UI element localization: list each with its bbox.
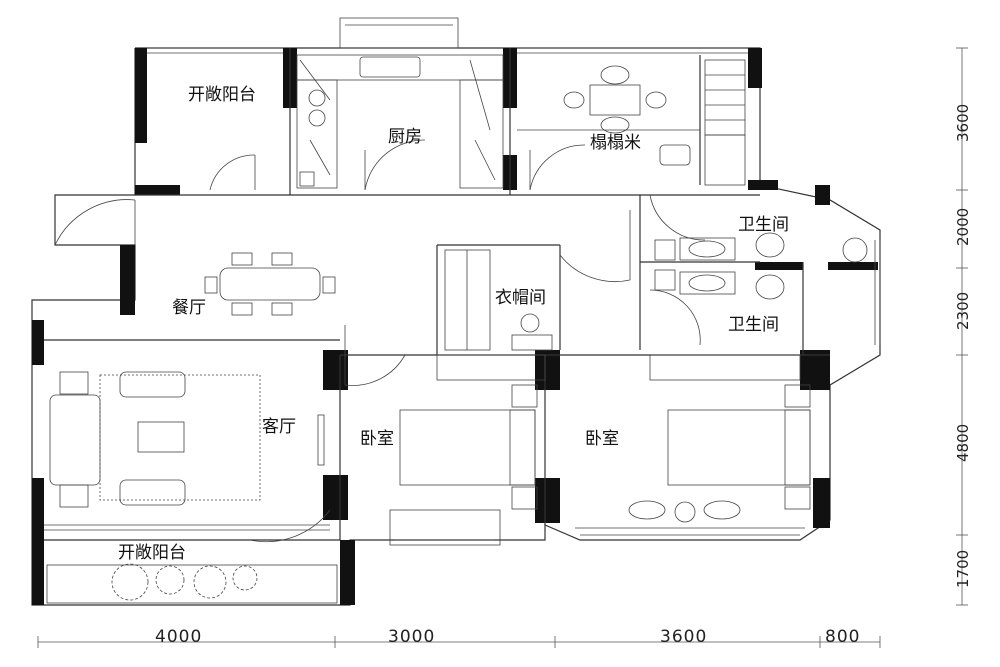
tatami-fixtures bbox=[517, 59, 746, 186]
dimension-vertical bbox=[956, 47, 968, 606]
label-bedroom-2: 卧室 bbox=[585, 429, 619, 449]
living-furniture bbox=[49, 371, 325, 508]
label-closet: 衣帽间 bbox=[495, 288, 546, 308]
label-balcony-north: 开敞阳台 bbox=[188, 85, 256, 105]
closet-fixtures bbox=[436, 249, 801, 381]
label-bath-2: 卫生间 bbox=[728, 315, 779, 335]
label-kitchen: 厨房 bbox=[388, 127, 422, 147]
walls bbox=[32, 48, 878, 605]
dim-v-3: 2300 bbox=[954, 292, 972, 330]
dim-h-3: 3600 bbox=[660, 627, 707, 647]
label-bedroom-1: 卧室 bbox=[360, 429, 394, 449]
dim-h-1: 4000 bbox=[155, 627, 202, 647]
label-dining: 餐厅 bbox=[172, 298, 206, 318]
bathroom-fixtures bbox=[654, 232, 868, 300]
dim-h-2: 3000 bbox=[388, 627, 435, 647]
label-tatami: 榻榻米 bbox=[590, 133, 641, 153]
dining-table bbox=[204, 252, 336, 316]
dim-v-1: 3600 bbox=[954, 104, 972, 142]
exterior-outline bbox=[31, 47, 881, 606]
interior-walls bbox=[44, 48, 830, 541]
label-balcony-south: 开敞阳台 bbox=[118, 543, 186, 563]
windows bbox=[44, 17, 881, 604]
bedroom-furniture bbox=[399, 384, 811, 523]
dimension-horizontal bbox=[37, 636, 881, 648]
label-living: 客厅 bbox=[262, 417, 296, 437]
kitchen-fixtures bbox=[296, 54, 504, 189]
dim-h-4: 800 bbox=[825, 627, 860, 647]
doors bbox=[54, 139, 706, 543]
dim-v-4: 4800 bbox=[954, 424, 972, 462]
dim-v-5: 1700 bbox=[954, 550, 972, 588]
label-bath-1: 卫生间 bbox=[738, 215, 789, 235]
balcony-plants bbox=[111, 563, 258, 601]
dim-v-2: 2000 bbox=[954, 208, 972, 246]
